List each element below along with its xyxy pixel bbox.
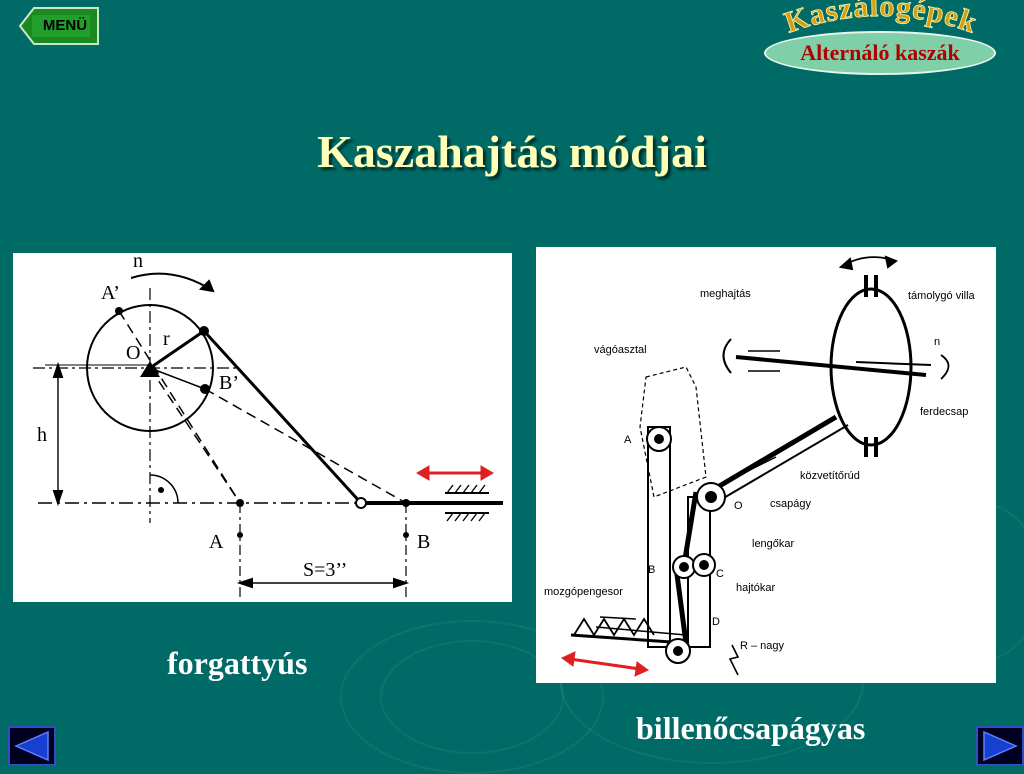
back-arrow-icon <box>18 7 99 45</box>
label-d-right: D <box>712 616 720 628</box>
next-triangle-icon <box>976 726 1024 766</box>
label-mozgopengesor: mozgópengesor <box>544 586 623 598</box>
label-a-right: A <box>624 434 632 446</box>
label-csapagy: csapágy <box>770 498 811 510</box>
label-n-right: n <box>934 336 940 348</box>
label-o: O <box>126 342 140 364</box>
label-o-right: O <box>734 500 743 512</box>
label-meghajtas: meghajtás <box>700 288 751 300</box>
wobble-drive-svg: meghajtás vágóasztal támolygó villa n fe… <box>544 255 976 677</box>
menu-button[interactable]: MENÜ <box>18 6 100 46</box>
label-b-prime: B’ <box>219 372 239 394</box>
label-stroke: S=3’’ <box>303 559 347 581</box>
motion-arrow <box>561 651 649 677</box>
prev-triangle-icon <box>8 726 56 766</box>
motion-arrow <box>416 465 494 481</box>
label-r: r <box>163 328 170 350</box>
crank-drive-diagram: n A’ O r B’ h A B S=3’’ <box>13 253 512 602</box>
label-n: n <box>133 253 143 272</box>
crank-drive-svg: n A’ O r B’ h A B S=3’’ <box>33 253 503 598</box>
prev-slide-button[interactable] <box>8 726 56 766</box>
label-a: A <box>209 531 224 553</box>
label-lengokar: lengőkar <box>752 538 795 550</box>
caption-wobble-drive: billenőcsapágyas <box>636 710 866 746</box>
caption-crank-drive: forgattyús <box>167 645 308 681</box>
label-c-right: C <box>716 568 724 580</box>
label-hajtokar: hajtókar <box>736 582 775 594</box>
label-a-prime: A’ <box>101 282 120 304</box>
label-r-nagy: R – nagy <box>740 640 785 652</box>
label-kozvetitorud: közvetítőrúd <box>800 470 860 482</box>
label-vagoasztal: vágóasztal <box>594 344 647 356</box>
label-h: h <box>37 424 47 446</box>
slide-title: Kaszahajtás módjai <box>317 126 707 177</box>
wobble-drive-diagram: meghajtás vágóasztal támolygó villa n fe… <box>536 247 996 683</box>
label-b-right: B <box>648 564 655 576</box>
menu-label: MENÜ <box>42 17 88 34</box>
label-b: B <box>417 531 430 553</box>
next-slide-button[interactable] <box>976 726 1024 766</box>
brand-subtitle: Alternáló kaszák <box>764 31 996 75</box>
label-tamolygo-villa: támolygó villa <box>908 290 976 302</box>
label-ferdecsap: ferdecsap <box>920 406 968 418</box>
brand-title-graphic: Kaszálógépek <box>780 0 981 36</box>
